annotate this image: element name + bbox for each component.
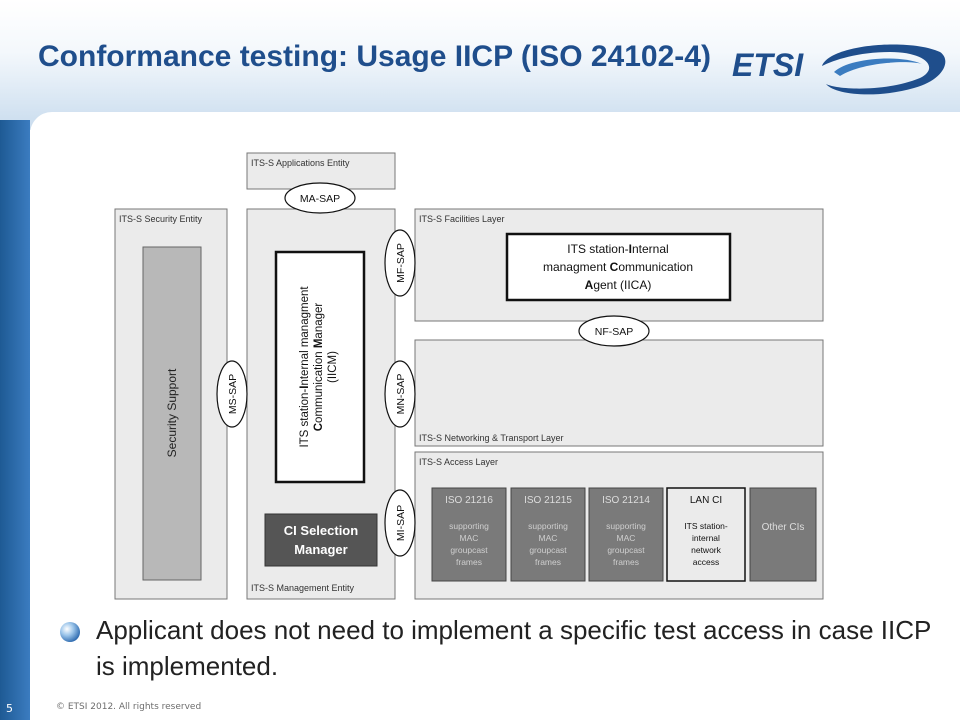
access-ci-other-box [749,487,817,582]
ms-sap-label: MS-SAP [227,374,239,414]
access-ci-3-title: ISO 21214 [602,495,650,506]
nf-sap-ellipse [578,315,650,347]
access-ci-lan-title: LAN CI [690,495,722,506]
access-ci-1-box [431,487,507,582]
access-ci-1-line3: groupcast [450,545,488,555]
access-ci-lan-line4: access [693,557,719,567]
networking-layer-label: ITS-S Networking & Transport Layer [419,433,564,443]
security-support-label: Security Support [165,368,179,457]
ci-selection-line1: CI Selection [284,523,358,538]
access-ci-2-line1: supporting [528,521,568,531]
applications-entity-label: ITS-S Applications Entity [251,158,350,168]
access-ci-2-title: ISO 21215 [524,495,572,506]
ma-sap-ellipse [284,182,356,214]
iica-line1: ITS station-Internal [567,242,668,256]
networking-layer-box [414,339,824,447]
header-band [0,0,960,130]
iica-line3: Agent (IICA) [585,278,652,292]
iicm-text-group: ITS station-Internal managment Communica… [299,286,339,448]
slide-number: 5 [6,702,13,715]
iicm-line1: ITS station-Internal managment [299,286,311,448]
security-entity-label: ITS-S Security Entity [119,214,203,224]
access-ci-1: ISO 21216 supporting MAC groupcast frame… [431,487,507,582]
access-ci-3-box [588,487,664,582]
left-accent-bar [0,120,30,720]
mn-sap: MN-SAP [384,360,416,428]
access-ci-other-title: Other CIs [762,522,805,533]
access-ci-other: Other CIs [749,487,817,582]
copyright-notice: © ETSI 2012. All rights reserved [56,702,202,712]
access-ci-lan-line3: network [691,545,722,555]
mf-sap: MF-SAP [384,229,416,297]
iica-box [505,232,732,302]
iica-line2: managment Communication [543,260,693,274]
slide-title: Conformance testing: Usage IICP (ISO 241… [38,40,711,73]
nf-sap-label: NF-SAP [595,326,634,338]
iicm-box [274,250,366,484]
ms-sap-ellipse [216,360,248,428]
access-ci-1-line1: supporting [449,521,489,531]
access-ci-1-line2: MAC [460,533,479,543]
access-ci-2-line4: frames [535,557,561,567]
mn-sap-ellipse [384,360,416,428]
ma-sap: MA-SAP [284,182,356,214]
access-ci-1-line4: frames [456,557,482,567]
access-ci-3-line2: MAC [617,533,636,543]
ms-sap: MS-SAP [216,360,248,428]
access-ci-lan-line2: internal [692,533,720,543]
access-ci-3: ISO 21214 supporting MAC groupcast frame… [588,487,664,582]
mf-sap-ellipse [384,229,416,297]
mi-sap: MI-SAP [384,489,416,557]
its-architecture-diagram: ITS-S Applications Entity ITS-S Security… [114,152,824,600]
access-ci-2-line2: MAC [539,533,558,543]
access-ci-3-line3: groupcast [607,545,645,555]
etsi-logo-swoosh-inner [834,58,922,76]
access-ci-lan-box [666,487,746,582]
access-ci-lan-line1: ITS station- [684,521,728,531]
etsi-logo-text: ETSI [732,47,804,83]
etsi-logo: ETSI [732,44,946,95]
iicm-line3: (IICM) [327,351,339,383]
mi-sap-label: MI-SAP [395,505,407,541]
ma-sap-label: MA-SAP [300,193,340,205]
ci-selection-manager-box [264,513,378,567]
ci-selection-line2: Manager [294,542,347,557]
mf-sap-label: MF-SAP [395,243,407,283]
etsi-logo-swoosh [822,44,946,95]
iicm-line2: Communication Manager [313,303,325,432]
facilities-layer-label: ITS-S Facilities Layer [419,214,505,224]
access-ci-lan: LAN CI ITS station- internal network acc… [666,487,746,582]
access-ci-3-line4: frames [613,557,639,567]
globe-bullet-icon [60,622,80,642]
access-ci-2-line3: groupcast [529,545,567,555]
mn-sap-label: MN-SAP [395,374,407,415]
access-layer-label: ITS-S Access Layer [419,457,498,467]
security-support-box [142,246,202,581]
access-ci-2-box [510,487,586,582]
management-entity-label: ITS-S Management Entity [251,583,355,593]
access-ci-1-title: ISO 21216 [445,495,493,506]
mi-sap-ellipse [384,489,416,557]
access-ci-3-line1: supporting [606,521,646,531]
nf-sap: NF-SAP [578,315,650,347]
access-ci-2: ISO 21215 supporting MAC groupcast frame… [510,487,586,582]
bullet-text: Applicant does not need to implement a s… [96,615,931,681]
